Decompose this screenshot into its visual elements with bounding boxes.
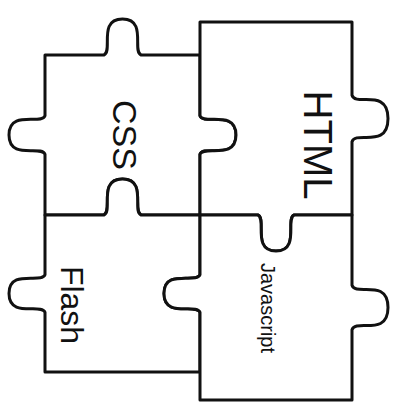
puzzle-piece: Javascript (200, 215, 352, 400)
piece-label: Flash (56, 266, 88, 344)
piece-label: HTML (298, 91, 338, 200)
puzzle-outline (164, 215, 388, 400)
piece-outline (158, 0, 394, 257)
puzzle-outline (200, 22, 388, 251)
piece-outline (158, 173, 394, 416)
piece-outline (3, 13, 242, 257)
puzzle-outline (9, 19, 236, 215)
piece-label: CSS (108, 100, 142, 170)
puzzle-piece: CSS (45, 55, 200, 215)
puzzle-piece: Flash (45, 215, 200, 372)
piece-label: Javascript (258, 263, 278, 353)
puzzle-outline (9, 179, 200, 372)
piece-outline (3, 173, 242, 414)
puzzle-piece: HTML (200, 22, 352, 215)
